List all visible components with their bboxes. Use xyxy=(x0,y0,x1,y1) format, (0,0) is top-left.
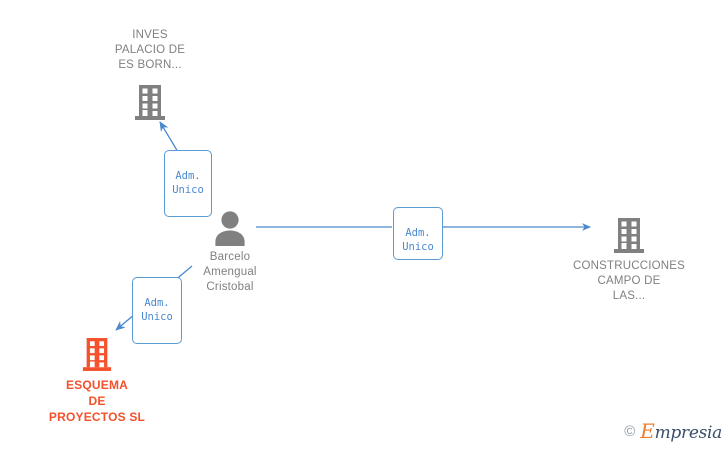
node-icon-wrap-esquema xyxy=(40,332,154,372)
node-icon-wrap-construcciones xyxy=(558,212,700,254)
watermark-brand-initial: E xyxy=(640,419,655,443)
copyright-icon: © xyxy=(624,423,636,440)
node-icon-wrap-person xyxy=(178,208,282,246)
edge-badge-construcciones[interactable]: Adm. Unico xyxy=(393,207,443,260)
building-icon xyxy=(614,218,644,253)
building-icon xyxy=(135,85,165,120)
edge-badge-esquema-text: Adm. Unico xyxy=(141,297,173,323)
node-label-construcciones-campo: CONSTRUCCIONES CAMPO DE LAS... xyxy=(572,260,686,302)
node-label-person-barcelo: Barcelo Amengual Cristobal xyxy=(203,251,257,293)
node-esquema-proyectos[interactable]: ESQUEMA DE PROYECTOS SL xyxy=(40,332,154,425)
node-person-barcelo[interactable]: Barcelo Amengual Cristobal xyxy=(178,208,282,295)
node-icon-wrap-inves xyxy=(95,79,205,121)
node-label-inves-palacio: INVES PALACIO DE ES BORN... xyxy=(114,29,186,71)
node-inves-palacio[interactable]: INVES PALACIO DE ES BORN... xyxy=(95,28,205,121)
node-construcciones-campo[interactable]: CONSTRUCCIONES CAMPO DE LAS... xyxy=(558,212,700,304)
node-label-esquema-proyectos: ESQUEMA DE PROYECTOS SL xyxy=(48,378,146,424)
edge-badge-construcciones-text: Adm. Unico xyxy=(402,227,434,253)
building-icon xyxy=(82,338,112,371)
edge-badge-esquema[interactable]: Adm. Unico xyxy=(120,277,182,344)
watermark-brand-rest: mpresia xyxy=(654,423,723,443)
edge-badge-inves-text: Adm. Unico xyxy=(172,170,204,196)
edge-badge-inves[interactable]: Adm. Unico xyxy=(164,150,212,217)
watermark-empresia: © Empresia xyxy=(624,421,722,442)
person-icon xyxy=(215,211,245,246)
watermark-text: Empresia xyxy=(640,421,722,442)
